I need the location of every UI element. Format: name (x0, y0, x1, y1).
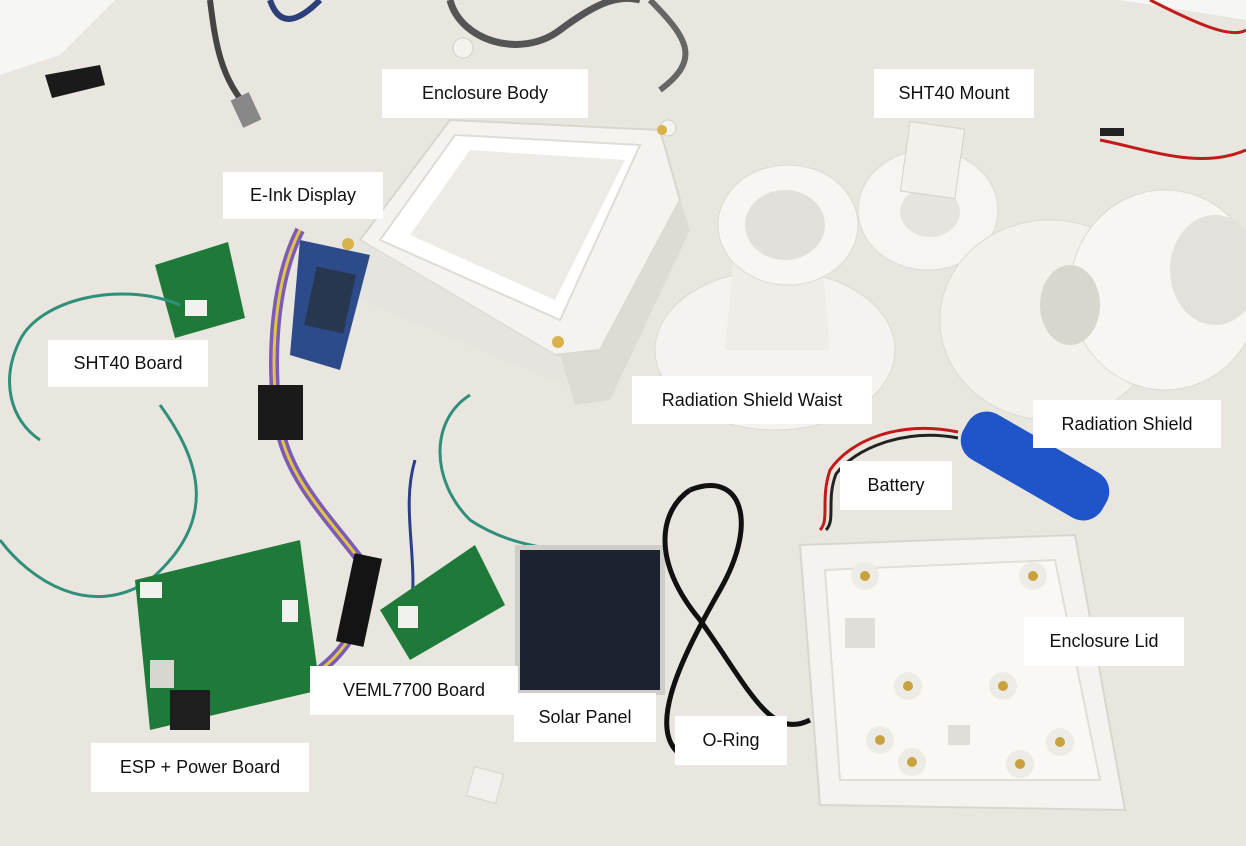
label-veml7700-board: VEML7700 Board (310, 666, 518, 715)
label-solar-panel: Solar Panel (514, 693, 656, 742)
tape-piece (45, 65, 105, 98)
label-sht40-board: SHT40 Board (48, 340, 208, 387)
label-enclosure-body: Enclosure Body (382, 69, 588, 118)
paper-sheet (0, 0, 115, 75)
label-radiation-shield: Radiation Shield (1033, 400, 1221, 448)
usb-cable (207, 0, 253, 113)
label-enclosure-lid: Enclosure Lid (1024, 617, 1184, 666)
teal-wire-3 (438, 393, 546, 550)
solar-panel-part (515, 545, 665, 695)
radiation-shield-part (939, 189, 1246, 421)
esp-power-board-part (135, 540, 320, 730)
label-o-ring: O-Ring (675, 716, 787, 765)
enclosure-body-part (342, 37, 690, 405)
dupont-connector (258, 385, 303, 440)
heatshrink (335, 553, 383, 647)
eink-display-part (290, 240, 370, 370)
red-wire-2 (1099, 138, 1246, 161)
battery-part (818, 411, 1110, 532)
blue-cable (267, 0, 323, 22)
sht40-board-part (155, 242, 245, 338)
clear-square (466, 766, 504, 804)
enclosure-lid-part (798, 533, 1127, 812)
teal-wire (8, 292, 181, 442)
usb-connector (230, 92, 262, 128)
label-radiation-shield-waist: Radiation Shield Waist (632, 376, 872, 424)
red-wire (1149, 0, 1246, 35)
braided-cable (446, 0, 640, 48)
teal-wire-2 (0, 404, 198, 599)
pin-header (1100, 128, 1124, 136)
paper-sheet-right (1120, 0, 1246, 20)
label-esp-power-board: ESP + Power Board (91, 743, 309, 792)
label-sht40-mount: SHT40 Mount (874, 69, 1034, 118)
label-battery: Battery (840, 461, 952, 510)
veml7700-board-part (380, 545, 505, 660)
label-eink-display: E-Ink Display (223, 172, 383, 219)
sht40-mount-part (857, 121, 999, 271)
braided-cable-2 (647, 0, 689, 93)
